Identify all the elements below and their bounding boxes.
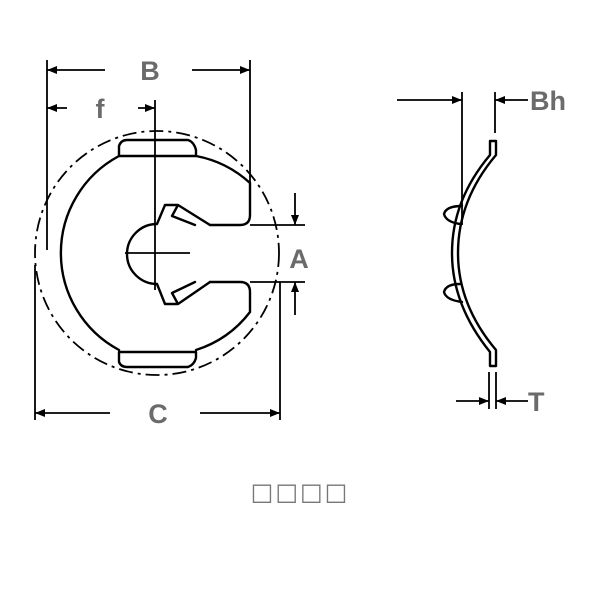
clip-body	[59, 154, 252, 352]
label-f: f	[96, 94, 106, 124]
label-a: A	[289, 244, 309, 274]
contact-bump-top	[442, 204, 464, 226]
contact-bump-bottom	[442, 282, 464, 304]
clip-profile	[450, 139, 498, 368]
contact-head	[125, 203, 212, 306]
label-b: B	[140, 56, 160, 86]
label-t: T	[528, 387, 545, 417]
top-tab	[117, 138, 198, 158]
front-view: B f A C	[34, 56, 309, 429]
bottom-tab	[117, 350, 198, 369]
caption: □□□□	[250, 478, 350, 506]
outline-circle-dashdot	[34, 130, 280, 376]
label-bh: Bh	[530, 86, 566, 116]
label-c: C	[148, 399, 168, 429]
side-view: Bh T	[397, 86, 566, 417]
